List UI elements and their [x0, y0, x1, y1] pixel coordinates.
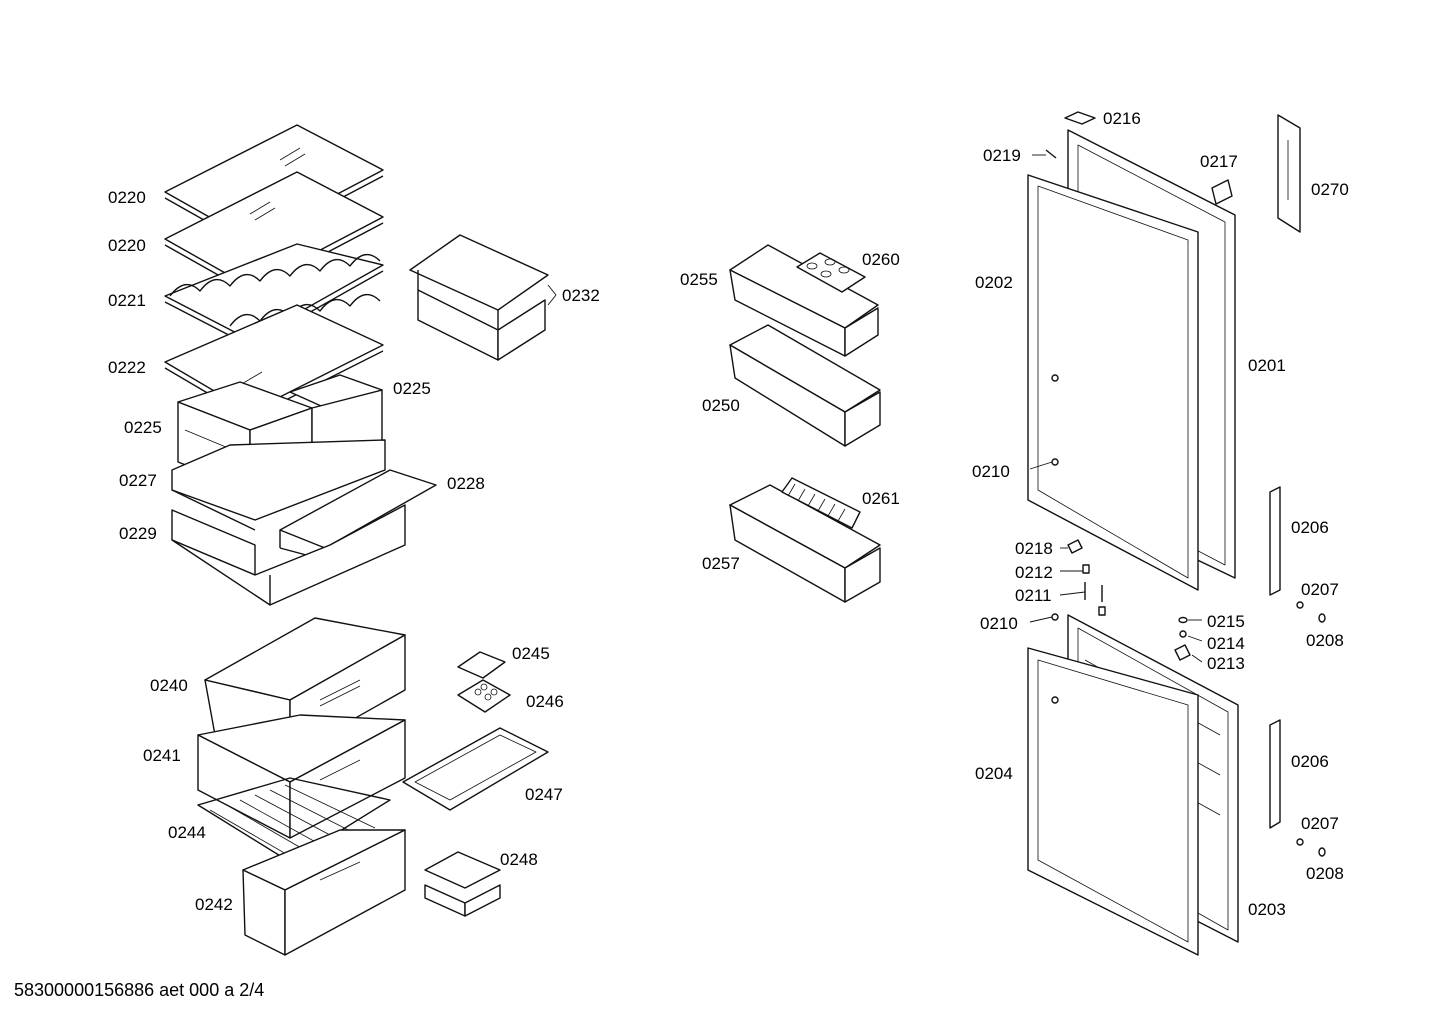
label-0244: 0244: [168, 823, 206, 842]
bottle-retainer-0261: [781, 477, 861, 529]
label-0229: 0229: [119, 524, 157, 543]
label-0210-a: 0210: [972, 462, 1010, 481]
label-0257: 0257: [702, 554, 740, 573]
hinge-strip-0270: [1277, 114, 1301, 233]
part-labels: 0220 0220 0221 0222 0225 0225 0227 0228 …: [108, 109, 1349, 919]
label-0232: 0232: [562, 286, 600, 305]
label-0217: 0217: [1200, 152, 1238, 171]
cover-0217: [1211, 179, 1233, 205]
label-0201: 0201: [1248, 356, 1286, 375]
label-0221: 0221: [108, 291, 146, 310]
leader-lines: [547, 154, 1203, 663]
door-shelf-0255: [729, 244, 879, 357]
bottle-rack-shelf: [164, 243, 384, 347]
handle-lower-0206: [1269, 719, 1281, 829]
crisper-drawer-0229: [171, 504, 406, 606]
label-0247: 0247: [525, 785, 563, 804]
wire-grid-0244: [197, 777, 391, 863]
label-0240: 0240: [150, 676, 188, 695]
door-seal-upper-0202: [1027, 174, 1199, 591]
ice-cube-tray-lid-0245: [457, 651, 506, 679]
label-0212: 0212: [1015, 563, 1053, 582]
label-0219: 0219: [983, 146, 1021, 165]
label-0228: 0228: [447, 474, 485, 493]
label-0204: 0204: [975, 764, 1013, 783]
label-0211: 0211: [1015, 586, 1052, 605]
label-0206-b: 0206: [1291, 752, 1329, 771]
label-0213: 0213: [1207, 654, 1245, 673]
label-0210-b: 0210: [980, 614, 1018, 633]
label-0270: 0270: [1311, 180, 1349, 199]
bottle-shelf-0257: [729, 484, 881, 603]
freezer-drawer-0241: [197, 714, 406, 839]
label-0260: 0260: [862, 250, 900, 269]
label-0227: 0227: [119, 471, 157, 490]
label-0208-a: 0208: [1306, 631, 1344, 650]
cover-0216: [1064, 111, 1096, 125]
ice-tray-0247: [402, 727, 549, 811]
label-0245: 0245: [512, 644, 550, 663]
label-0220-a: 0220: [108, 188, 146, 207]
label-0250: 0250: [702, 396, 740, 415]
door-shelf-0250: [729, 324, 881, 447]
bottle-holder-0232: [409, 234, 549, 361]
ice-cube-tray-0246: [457, 679, 511, 713]
label-0225-a: 0225: [393, 379, 431, 398]
label-0216: 0216: [1103, 109, 1141, 128]
label-0206-a: 0206: [1291, 518, 1329, 537]
egg-tray-0260: [796, 252, 866, 293]
label-0208-b: 0208: [1306, 864, 1344, 883]
document-footer-code: 58300000156886 aet 000 a 2/4: [14, 980, 265, 1000]
cold-pack-0248: [424, 851, 501, 917]
small-hardware: [1045, 149, 1326, 857]
label-0214: 0214: [1207, 634, 1245, 653]
label-0241: 0241: [143, 746, 181, 765]
door-seal-lower-0204: [1027, 647, 1199, 956]
label-0215: 0215: [1207, 612, 1245, 631]
label-0261: 0261: [862, 489, 900, 508]
label-0225-b: 0225: [124, 418, 162, 437]
freezer-drawer-0242: [242, 829, 406, 956]
crisper-frame-0227: [171, 439, 386, 531]
label-0202: 0202: [975, 273, 1013, 292]
label-0246: 0246: [526, 692, 564, 711]
label-0207-b: 0207: [1301, 814, 1339, 833]
label-0242: 0242: [195, 895, 233, 914]
label-0255: 0255: [680, 270, 718, 289]
handle-upper-0206: [1269, 486, 1281, 596]
label-0222: 0222: [108, 358, 146, 377]
label-0248: 0248: [500, 850, 538, 869]
label-0203: 0203: [1248, 900, 1286, 919]
label-0218: 0218: [1015, 539, 1053, 558]
label-0220-b: 0220: [108, 236, 146, 255]
label-0207-a: 0207: [1301, 580, 1339, 599]
